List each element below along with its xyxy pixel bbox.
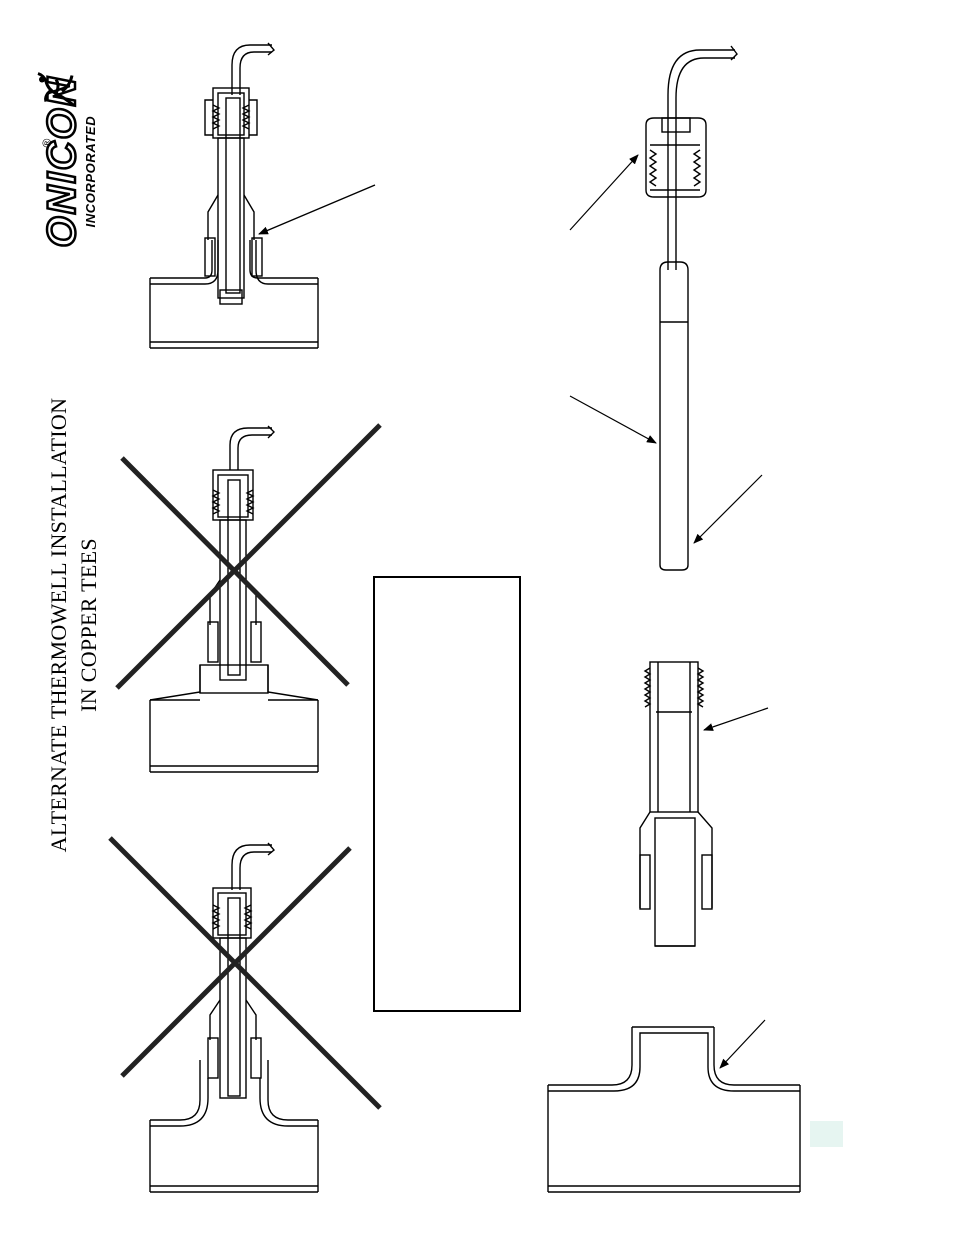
installed-assembly-incorrect-1 [149, 425, 319, 773]
logo-subtitle: INCORPORATED [83, 115, 98, 227]
logo-figure-icon [37, 71, 75, 107]
leader-arrow-icon [569, 395, 657, 444]
installed-assembly-incorrect-2 [149, 842, 319, 1193]
page-title: ALTERNATE THERMOWELL INSTALLATION IN COP… [44, 385, 110, 865]
leader-arrow-icon [693, 474, 763, 544]
leader-arrow-icon [703, 707, 769, 731]
sensor-probe [645, 45, 738, 571]
tint-patch [810, 1121, 843, 1147]
cross-out-icon [115, 423, 382, 690]
onicon-logo-icon: ONICON ® INCORPORATED [37, 60, 120, 255]
title-line-1: ALTERNATE THERMOWELL INSTALLATION [46, 397, 71, 853]
title-line-2: IN COPPER TEES [76, 538, 101, 712]
logo-registered-mark: ® [40, 138, 54, 147]
legend-box [373, 576, 521, 1012]
leader-arrow-icon [719, 1019, 766, 1069]
leader-arrow-icon [569, 154, 639, 231]
installed-assembly-correct [149, 42, 319, 349]
thermowell [639, 661, 713, 947]
cross-out-icon [108, 836, 382, 1110]
copper-tee [547, 1026, 801, 1193]
leader-arrow-icon [258, 184, 376, 235]
